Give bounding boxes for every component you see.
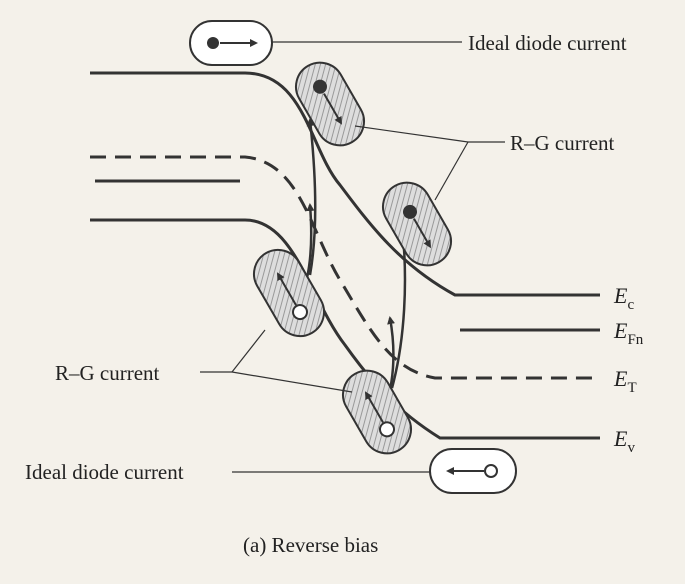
generation-arrow-left-upper [306, 118, 317, 276]
label-rg-current-left: R–G current [55, 361, 160, 385]
label-efn: EFn [613, 318, 644, 348]
leader-rg-right-a [354, 125, 469, 143]
caption: (a) Reverse bias [243, 533, 378, 557]
rg-capsule-electron-lower [382, 181, 452, 267]
generation-arrow-left-lower [305, 203, 315, 279]
ideal-diode-capsule-top [189, 20, 273, 66]
label-ideal-diode-current-bottom: Ideal diode current [25, 460, 184, 484]
leader-rg-left-b [231, 329, 266, 373]
label-et: ET [613, 366, 637, 396]
conduction-band [90, 71, 600, 297]
rg-capsule-hole-upper [253, 248, 325, 338]
generation-arrow-right-lower [387, 316, 396, 391]
label-ideal-diode-current-top: Ideal diode current [468, 31, 627, 55]
rg-capsule-hole-lower [342, 369, 412, 455]
label-rg-current-right: R–G current [510, 131, 615, 155]
label-ev: Ev [613, 426, 635, 456]
ideal-diode-capsule-bottom [429, 448, 517, 494]
leader-rg-right-b [434, 141, 469, 201]
leader-rg-left-c [231, 371, 353, 393]
rg-capsule-electron-upper [295, 61, 365, 147]
label-ec: Ec [613, 283, 634, 313]
